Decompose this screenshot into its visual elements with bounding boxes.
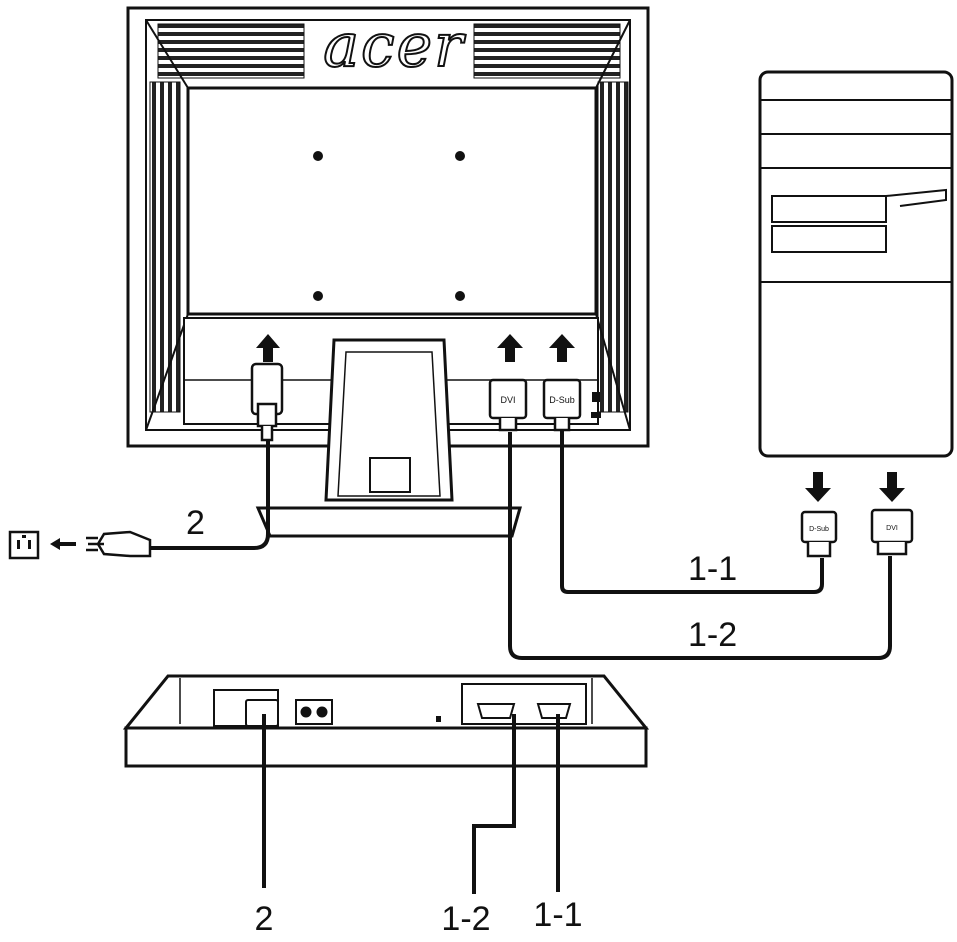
dsub-cable — [560, 430, 824, 594]
callout-dvi-cable: 1-2 — [688, 616, 737, 654]
monitor-dsub-label: D-Sub — [549, 395, 575, 405]
arrow-up-icon — [256, 334, 280, 362]
acer-logo: acer — [323, 11, 466, 81]
top-vent-left — [157, 23, 305, 79]
arrow-down-icon — [879, 472, 905, 502]
stand-base — [255, 506, 522, 538]
wall-outlet-icon — [8, 530, 40, 560]
drive-bay — [771, 225, 887, 253]
callout-dsub-cable: 1-1 — [688, 550, 737, 588]
callout-bottom-dvi: 1-2 — [441, 900, 490, 937]
monitor-dsub-port — [542, 378, 582, 432]
callout-power-cable: 2 — [186, 504, 205, 542]
pc-dvi-label: DVI — [886, 525, 898, 532]
bottom-dvi-port — [476, 703, 516, 719]
bottom-front-edge — [124, 726, 648, 768]
screw-hole — [313, 291, 323, 301]
dvi-cable — [508, 432, 892, 660]
vesa-panel — [186, 86, 598, 316]
side-vent-left — [149, 81, 181, 413]
monitor-power-inlet — [250, 362, 284, 442]
arrow-up-icon — [497, 334, 523, 362]
arrow-up-icon — [549, 334, 575, 362]
arrow-left-icon — [50, 538, 76, 550]
side-vent-right — [597, 81, 629, 413]
arrow-down-icon — [805, 472, 831, 502]
lock-icon — [591, 392, 601, 418]
screw-hole — [455, 291, 465, 301]
drive-bay — [771, 195, 887, 223]
monitor-dvi-port — [488, 378, 528, 432]
screw-hole — [455, 151, 465, 161]
pc-tower — [758, 70, 954, 458]
callout-bottom-dsub: 1-1 — [533, 896, 582, 934]
pc-case — [758, 70, 954, 458]
callout-bottom-power: 2 — [255, 900, 274, 937]
screw-hole — [313, 151, 323, 161]
monitor-bottom-view — [122, 674, 650, 768]
vesa-screw-holes — [313, 151, 465, 301]
monitor-dvi-label: DVI — [500, 395, 515, 405]
monitor-stand — [255, 338, 522, 538]
pc-dvi-connector — [870, 508, 914, 556]
power-plug-icon — [86, 530, 152, 558]
top-vent-right — [473, 23, 621, 79]
leader-dvi — [472, 714, 516, 894]
stand-release-button — [369, 457, 411, 493]
pc-dsub-connector — [800, 510, 838, 558]
bottom-dsub-port — [536, 703, 572, 719]
lock-slot — [436, 716, 441, 722]
pc-dsub-label: D-Sub — [809, 526, 829, 533]
power-cable — [150, 440, 270, 550]
